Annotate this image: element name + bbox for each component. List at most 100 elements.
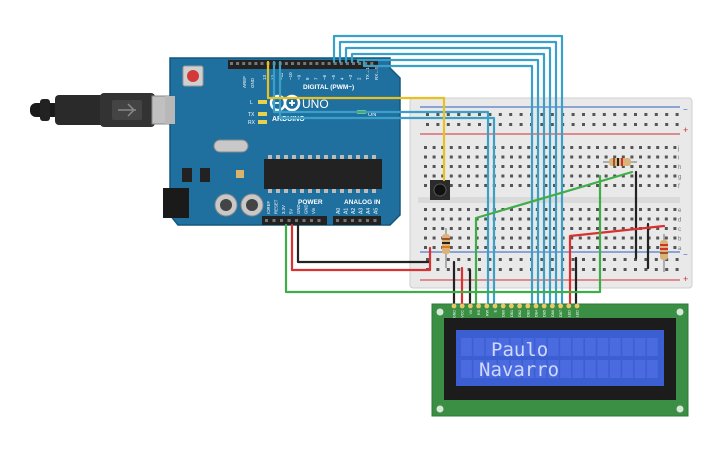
analog-pin-label: A0 xyxy=(336,208,342,214)
rail-hole xyxy=(571,113,575,116)
wire-button xyxy=(266,60,446,182)
wire-green-1 xyxy=(284,174,602,294)
breadboard-hole xyxy=(510,184,513,187)
chip-pin xyxy=(364,189,368,193)
header-pin xyxy=(364,62,368,65)
breadboard-hole xyxy=(484,165,488,168)
breadboard-hole xyxy=(578,208,582,211)
power-pin-label: IOREF xyxy=(266,200,271,214)
breadboard-hole xyxy=(596,146,599,149)
breadboard-hole xyxy=(501,246,505,249)
breadboard-hole xyxy=(484,246,488,249)
breadboard-hole xyxy=(587,246,591,249)
chip-pin xyxy=(372,155,376,159)
digital-pin-label: ~3 xyxy=(348,74,353,80)
breadboard-hole xyxy=(449,227,453,230)
breadboard-hole xyxy=(424,227,427,230)
breadboard-hole xyxy=(664,155,668,159)
rail-hole xyxy=(540,123,544,126)
rail-hole xyxy=(582,268,585,271)
breadboard-hole xyxy=(656,236,660,240)
breadboard-hole xyxy=(604,165,608,168)
row-letter: g xyxy=(678,175,681,181)
breadboard-hole xyxy=(621,246,625,249)
breadboard-hole xyxy=(527,227,531,230)
row-letter: b xyxy=(678,237,682,243)
chip-pin xyxy=(300,189,304,193)
power-pin-label: 3.3V xyxy=(281,205,286,214)
wire-5v xyxy=(290,223,432,272)
breadboard-hole xyxy=(578,236,582,240)
lcd-cell xyxy=(585,360,596,378)
breadboard-hole xyxy=(553,217,556,221)
breadboard-hole xyxy=(544,146,548,149)
rail-hole xyxy=(602,268,606,271)
header-pin xyxy=(297,62,301,65)
microcontroller-pins xyxy=(268,155,376,193)
lcd-pin xyxy=(541,303,547,309)
breadboard-hole xyxy=(467,174,470,178)
lcd-cell xyxy=(597,360,609,378)
breadboard-hole xyxy=(432,146,436,149)
analog-pin-label: A5 xyxy=(374,208,380,214)
breadboard-hole xyxy=(596,165,599,168)
breadboard-hole xyxy=(484,174,488,178)
breadboard-hole xyxy=(458,227,462,230)
breadboard-hole xyxy=(501,217,505,221)
breadboard-hole xyxy=(527,174,531,178)
breadboard-hole xyxy=(621,174,625,178)
chip-pin xyxy=(324,189,328,193)
breadboard-hole xyxy=(578,217,582,221)
digital-pin-label: 7 xyxy=(314,77,319,80)
breadboard-hole xyxy=(501,155,505,159)
breadboard-hole xyxy=(501,184,505,187)
analog-pin-label: A3 xyxy=(359,208,365,214)
rail-hole xyxy=(644,258,648,261)
chip-pin xyxy=(316,155,320,159)
breadboard-hole xyxy=(570,174,574,178)
header-pin xyxy=(242,62,246,65)
header-pin xyxy=(236,62,240,65)
breadboard-hole xyxy=(613,208,617,211)
breadboard-hole xyxy=(621,227,625,230)
breadboard-hole xyxy=(527,217,531,221)
chip-pin xyxy=(292,189,296,193)
lcd-pin xyxy=(566,303,572,309)
digital-header-label: DIGITAL (PWM~) xyxy=(303,84,354,91)
lcd-cell xyxy=(647,360,658,378)
rail-hole xyxy=(634,123,637,126)
breadboard-hole xyxy=(424,246,427,249)
rail-hole xyxy=(436,258,440,261)
wire-rs xyxy=(272,60,490,307)
breadboard-hole xyxy=(510,155,513,159)
lcd-character-cells xyxy=(461,338,658,378)
breadboard-hole xyxy=(621,155,625,159)
chip-pin xyxy=(332,155,336,159)
digital-pin-label: TX→1 xyxy=(365,67,370,80)
breadboard-hole xyxy=(501,174,505,178)
breadboard-hole xyxy=(424,174,427,178)
row-letter: i xyxy=(678,156,679,162)
digital-pin-label: 2 xyxy=(357,77,362,80)
rail-hole xyxy=(457,268,461,271)
breadboard-hole xyxy=(544,217,548,221)
power-label: POWER xyxy=(298,199,323,206)
header-pin xyxy=(345,62,349,65)
breadboard-hole xyxy=(458,155,462,159)
header-pin xyxy=(321,62,325,65)
breadboard-hole xyxy=(527,236,531,240)
breadboard-hole xyxy=(449,165,453,168)
resistor-contrast xyxy=(603,158,637,166)
rail-hole xyxy=(519,258,523,261)
breadboard-hole xyxy=(604,174,608,178)
chip-pin xyxy=(284,155,288,159)
breadboard-hole xyxy=(424,236,427,240)
breadboard-hole xyxy=(553,227,556,230)
rail-hole xyxy=(540,258,544,261)
rail-hole xyxy=(613,123,617,126)
breadboard-hole xyxy=(458,165,462,168)
breadboard-hole xyxy=(467,146,470,149)
rail-hole xyxy=(665,268,669,271)
breadboard-hole xyxy=(527,165,531,168)
